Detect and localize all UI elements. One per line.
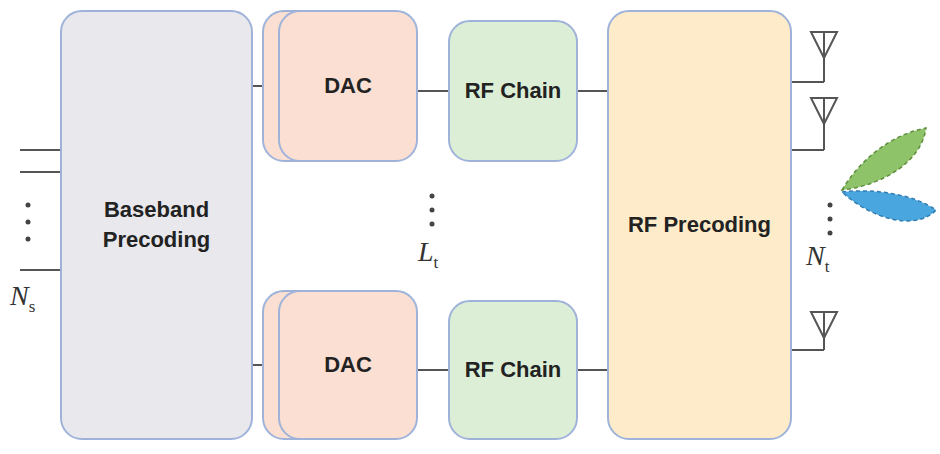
antenna-symbol	[811, 98, 837, 124]
beam-lobe	[842, 128, 926, 190]
antenna-feed	[792, 149, 824, 151]
rf-chain-box: RF Chain	[448, 300, 578, 440]
signal-line	[418, 90, 448, 92]
signal-line	[578, 369, 607, 371]
box-label: Baseband Precoding	[62, 189, 251, 260]
antenna-feed	[823, 124, 825, 150]
input-stream	[20, 149, 60, 151]
beam-lobe	[842, 191, 936, 221]
box-label: DAC	[314, 344, 382, 386]
signal-line	[253, 364, 262, 366]
input-stream	[20, 171, 60, 173]
box-label: DAC	[314, 65, 382, 107]
rf-precoding-box: RF Precoding	[607, 10, 792, 440]
antenna-symbol	[811, 312, 837, 338]
input-stream	[20, 269, 60, 271]
dimension-symbol: Ns	[10, 280, 35, 317]
dimension-symbol: Lt	[418, 236, 438, 273]
dac-box: DAC	[262, 10, 418, 162]
rf-chain-box: RF Chain	[448, 20, 578, 162]
antenna-feed	[823, 58, 825, 82]
dac-box: DAC	[262, 290, 418, 440]
antenna-feed	[792, 81, 824, 83]
baseband-box: Baseband Precoding	[60, 10, 253, 440]
box-label: RF Chain	[455, 70, 572, 112]
box-label: RF Precoding	[618, 204, 781, 246]
signal-line	[418, 369, 448, 371]
box-label: RF Chain	[455, 349, 572, 391]
signal-line	[578, 90, 607, 92]
antenna-symbol	[811, 32, 837, 58]
dimension-symbol: Nt	[806, 240, 829, 277]
antenna-feed	[792, 349, 824, 351]
signal-line	[253, 85, 262, 87]
